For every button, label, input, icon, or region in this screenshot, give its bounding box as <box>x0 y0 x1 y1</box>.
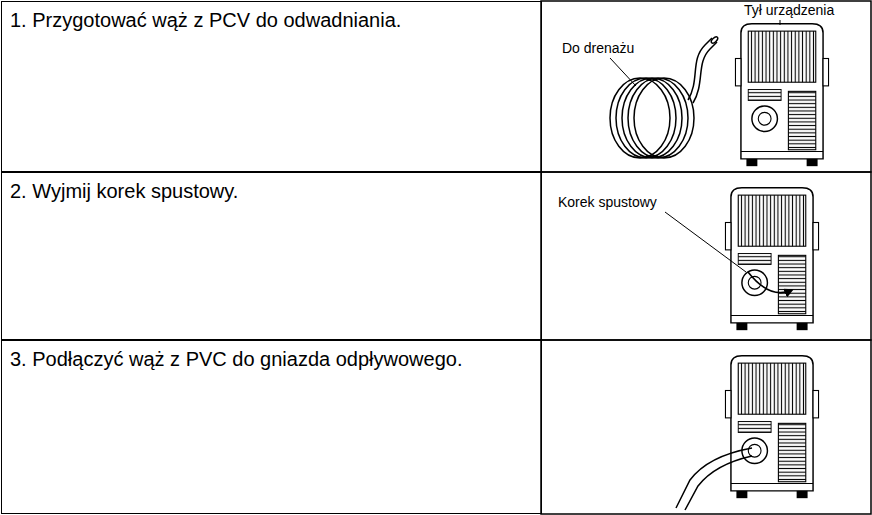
step-cell: 3. Podłączyć wąż z PVC do gniazda odpływ… <box>1 340 542 514</box>
unit-rear <box>725 356 818 498</box>
unit-rear <box>725 188 818 330</box>
leader-line <box>665 212 746 272</box>
step-cell: 2. Wyjmij korek spustowy. <box>1 172 542 340</box>
unit-rear <box>735 24 828 166</box>
part-label: Tył urządzenia <box>742 2 836 18</box>
table-cell <box>541 340 871 514</box>
part-label: Do drenażu <box>560 40 636 56</box>
drain-hose <box>676 448 752 510</box>
table-cell <box>541 172 871 340</box>
leader-line <box>610 58 636 86</box>
removal-arrow <box>748 272 792 293</box>
step-text: 2. Wyjmij korek spustowy. <box>2 173 541 209</box>
table-cell <box>541 1 871 172</box>
step-text: 3. Podłączyć wąż z PVC do gniazda odpływ… <box>2 341 541 377</box>
step-cell: 1. Przygotować wąż z PCV do odwadniania. <box>1 1 542 172</box>
part-label: Korek spustowy <box>556 194 659 210</box>
step-text: 1. Przygotować wąż z PCV do odwadniania. <box>2 2 541 38</box>
leader-line <box>780 20 781 25</box>
